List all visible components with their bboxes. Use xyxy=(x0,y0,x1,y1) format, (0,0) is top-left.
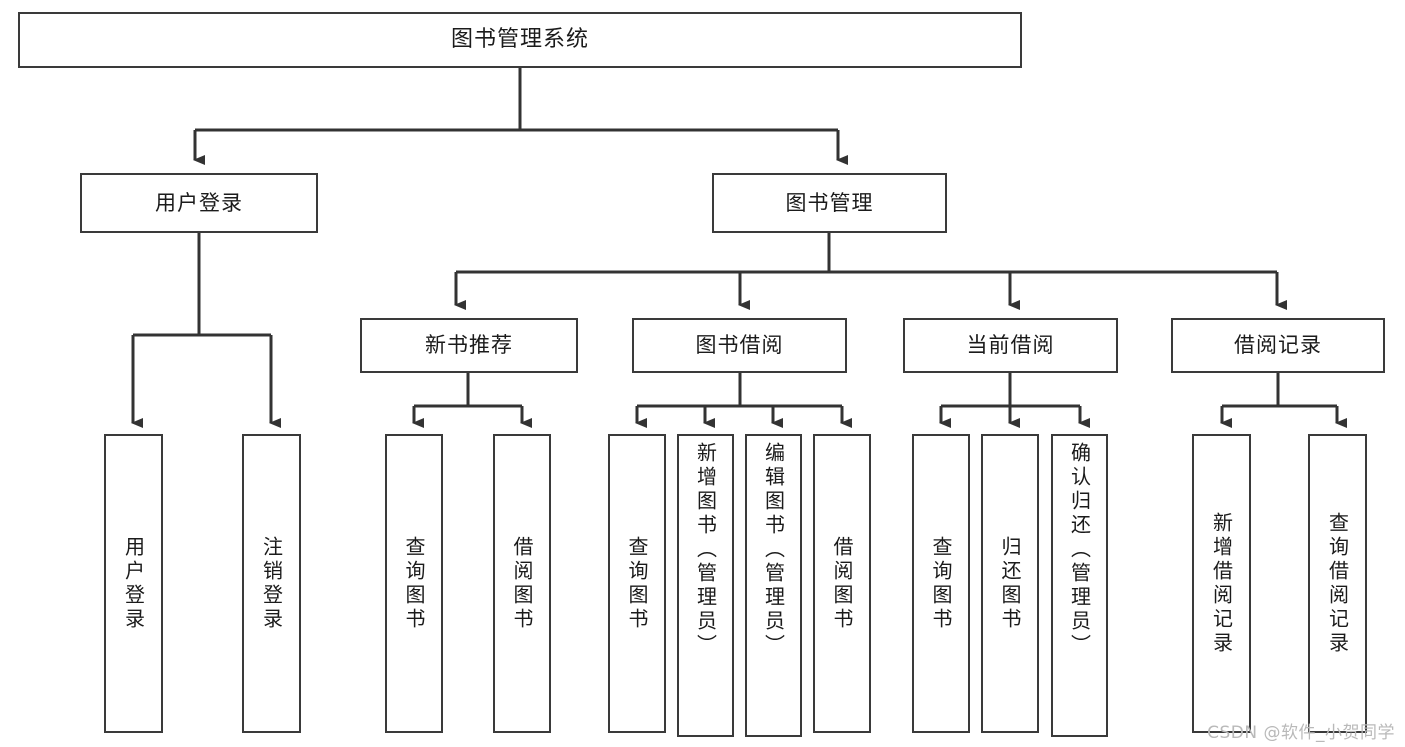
node-label: 编辑图书（管理员） xyxy=(761,442,786,658)
leaf-query-book-borrow[interactable]: 查询图书 xyxy=(608,434,666,733)
node-user-login[interactable]: 用户登录 xyxy=(80,173,318,233)
node-new-book-recommend[interactable]: 新书推荐 xyxy=(360,318,578,373)
leaf-borrow-book-recommend[interactable]: 借阅图书 xyxy=(493,434,551,733)
node-label: 当前借阅 xyxy=(966,333,1055,358)
node-label: 归还图书 xyxy=(998,535,1022,632)
node-label: 注销登录 xyxy=(259,535,284,632)
node-label: 借阅图书 xyxy=(510,535,534,632)
leaf-edit-book-admin[interactable]: 编辑图书（管理员） xyxy=(745,434,802,737)
node-label: 图书借阅 xyxy=(695,333,784,358)
node-label: 用户登录 xyxy=(121,535,146,632)
node-root-system[interactable]: 图书管理系统 xyxy=(18,12,1022,68)
node-label: 借阅图书 xyxy=(830,535,854,632)
node-label: 确认归还（管理员） xyxy=(1067,442,1092,658)
leaf-query-book-recommend[interactable]: 查询图书 xyxy=(385,434,443,733)
node-label: 查询图书 xyxy=(402,535,426,632)
node-label: 图书管理 xyxy=(785,190,874,215)
csdn-watermark: CSDN @软件_小贺同学 xyxy=(1207,723,1395,743)
node-label: 查询图书 xyxy=(625,535,649,632)
node-book-borrow[interactable]: 图书借阅 xyxy=(632,318,847,373)
node-label: 查询借阅记录 xyxy=(1325,511,1350,656)
leaf-user-login[interactable]: 用户登录 xyxy=(104,434,163,733)
leaf-borrow-book-borrow[interactable]: 借阅图书 xyxy=(813,434,871,733)
node-current-borrow[interactable]: 当前借阅 xyxy=(903,318,1118,373)
leaf-logout-login[interactable]: 注销登录 xyxy=(242,434,301,733)
node-label: 新书推荐 xyxy=(425,333,513,358)
node-label: 新增图书（管理员） xyxy=(693,442,718,658)
node-borrow-record[interactable]: 借阅记录 xyxy=(1171,318,1385,373)
node-book-manage[interactable]: 图书管理 xyxy=(712,173,947,233)
leaf-add-book-admin[interactable]: 新增图书（管理员） xyxy=(677,434,734,737)
leaf-add-borrow-record[interactable]: 新增借阅记录 xyxy=(1192,434,1251,733)
leaf-query-borrow-record[interactable]: 查询借阅记录 xyxy=(1308,434,1367,733)
node-label: 新增借阅记录 xyxy=(1209,511,1234,656)
node-label: 图书管理系统 xyxy=(450,27,589,53)
node-label: 查询图书 xyxy=(929,535,953,632)
leaf-query-book-current[interactable]: 查询图书 xyxy=(912,434,970,733)
node-label: 借阅记录 xyxy=(1234,333,1322,358)
leaf-return-book[interactable]: 归还图书 xyxy=(981,434,1039,733)
leaf-confirm-return-admin[interactable]: 确认归还（管理员） xyxy=(1051,434,1108,737)
node-label: 用户登录 xyxy=(155,190,243,215)
